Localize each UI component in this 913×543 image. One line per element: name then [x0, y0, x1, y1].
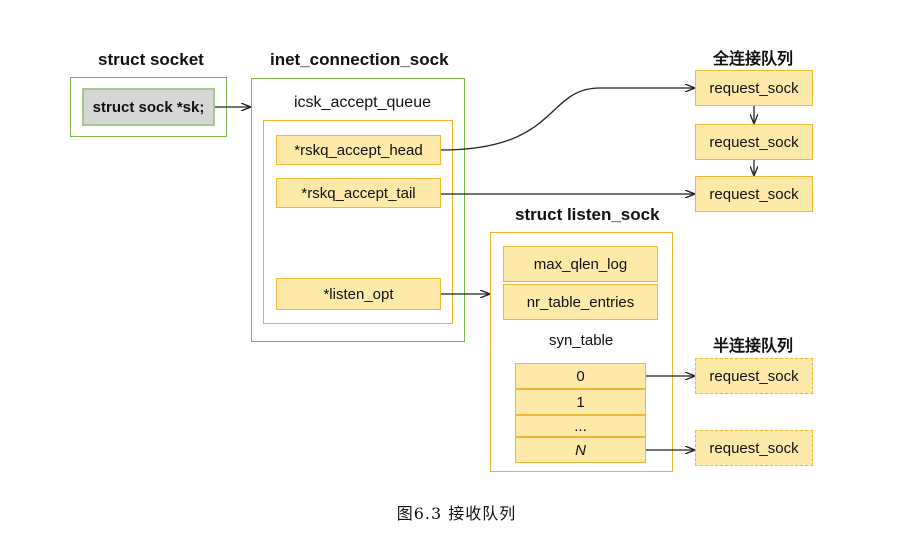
syn-table-slot-ellipsis: ...	[515, 415, 646, 437]
half-queue-request-sock-1: request_sock	[695, 358, 813, 394]
half-queue-request-sock-2: request_sock	[695, 430, 813, 466]
syn-table-slot-1: 1	[515, 389, 646, 415]
full-queue-request-sock-3: request_sock	[695, 176, 813, 212]
figure-caption: 图6.3 接收队列	[396, 504, 517, 523]
syn-table-label: syn_table	[549, 332, 614, 349]
full-queue-heading: 全连接队列	[713, 51, 794, 68]
rskq-accept-tail-field: *rskq_accept_tail	[276, 178, 441, 208]
listen-opt-field: *listen_opt	[276, 278, 441, 310]
arrow-head-to-queue-start	[440, 88, 694, 151]
rskq-accept-head-field: *rskq_accept_head	[276, 135, 441, 165]
inet-connection-sock-heading: inet_connection_sock	[270, 50, 449, 69]
full-queue-request-sock-2: request_sock	[695, 124, 813, 160]
nr-table-entries-field: nr_table_entries	[503, 284, 658, 320]
max-qlen-log-field: max_qlen_log	[503, 246, 658, 282]
full-queue-request-sock-1: request_sock	[695, 70, 813, 106]
struct-sock-sk-field: struct sock *sk;	[82, 88, 215, 126]
syn-table-slot-0: 0	[515, 363, 646, 389]
struct-socket-heading: struct socket	[98, 50, 204, 69]
icsk-accept-queue-label: icsk_accept_queue	[294, 94, 431, 111]
half-queue-heading: 半连接队列	[713, 338, 794, 355]
struct-listen-sock-heading: struct listen_sock	[515, 205, 660, 224]
syn-table-slot-n: N	[515, 437, 646, 463]
